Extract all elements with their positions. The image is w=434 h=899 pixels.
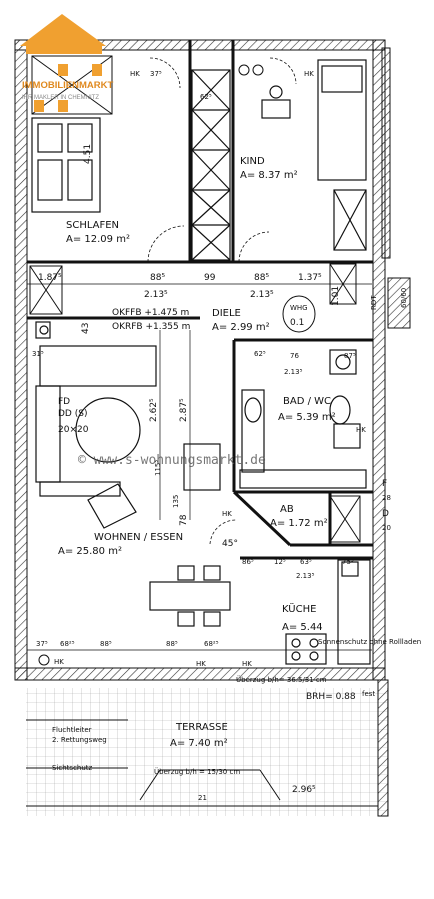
- dim-2625: 2.62⁵: [149, 398, 159, 422]
- bathroom-fixtures: [239, 349, 367, 489]
- room-kind-name: KIND: [240, 156, 265, 167]
- note-n20: 20: [382, 524, 391, 532]
- note-n28: 28: [382, 494, 391, 502]
- terrace-floor: [26, 688, 388, 816]
- room-kueche-area: A= 5.44: [282, 622, 323, 633]
- dim-315: 31⁵: [32, 350, 44, 358]
- room-diele-name: DIELE: [212, 308, 241, 319]
- circle-tags: [38, 64, 316, 666]
- dim-6825b: 68²⁵: [204, 640, 219, 648]
- dim-rdt: RDT: [370, 295, 378, 310]
- dim-451: 4.51: [83, 144, 93, 164]
- fd-size: 20×20: [58, 425, 89, 435]
- right-column-strip: [381, 47, 391, 259]
- whg-number: 0.1: [290, 318, 304, 328]
- dim-43: 43: [81, 323, 91, 334]
- logo-brand: IMMOBILIENMARKT: [22, 80, 113, 91]
- note-sonnenschutz: Sonnenschutz ohne Rollladen: [318, 638, 421, 646]
- dim-2965: 2.96⁵: [292, 785, 316, 795]
- room-schlafen-area: A= 12.09 m²: [66, 234, 130, 245]
- dim-213d: 2.13⁵: [296, 572, 315, 580]
- dim-625b: 62⁵: [254, 350, 266, 358]
- hk-kind: HK: [304, 70, 314, 78]
- room-ab-name: AB: [280, 504, 294, 515]
- hk-wohnen-door: HK: [222, 510, 232, 518]
- wardrobe-column: [191, 69, 231, 261]
- dim-885d: 88⁵: [166, 640, 178, 648]
- dim-865: 86⁵: [242, 558, 254, 566]
- note-fest: fest: [362, 690, 375, 698]
- note-rettungsweg: 2. Rettungsweg: [52, 736, 107, 744]
- dim-755: 75⁵: [342, 558, 354, 566]
- dim-76: 76: [290, 352, 299, 360]
- dim-187: 1.87⁵: [38, 273, 62, 283]
- room-ab-area: A= 1.72 m²: [270, 518, 328, 529]
- room-kueche-name: KÜCHE: [282, 602, 316, 615]
- hk-bad: HK: [356, 426, 366, 434]
- level-okffb: OKFFB +1.475 m: [112, 308, 189, 318]
- dim-6825a: 68²⁵: [60, 640, 75, 648]
- dim-625a: 62⁵: [200, 93, 212, 101]
- outer-walls: [14, 39, 389, 817]
- hk-wohnen-left: HK: [54, 658, 64, 666]
- dim-213b: 2.13⁵: [250, 290, 274, 300]
- dim-21: 21: [198, 794, 207, 802]
- dim-875: 87⁵: [344, 352, 356, 360]
- note-fluchtleiter: Fluchtleiter: [52, 726, 92, 734]
- dim-78: 78: [179, 514, 189, 526]
- room-wohnen-area: A= 25.80 m²: [58, 546, 122, 557]
- note-f-right: F: [382, 479, 387, 489]
- logo-tagline: IHR MAKLER IN CHEMNITZ: [22, 95, 99, 101]
- room-diele-area: A= 2.99 m²: [212, 322, 270, 333]
- hk-wohnen-right: HK: [196, 660, 206, 668]
- dim-2875: 2.87⁵: [179, 398, 189, 422]
- level-okrfb: OKRFB +1.355 m: [112, 322, 190, 332]
- dim-885c: 88⁵: [100, 640, 112, 648]
- watermark: © www.s-wohnungsmarkt.de: [78, 453, 266, 468]
- dim-885a: 88⁵: [150, 273, 165, 283]
- note-sichtschutz: Sichtschutz: [52, 764, 93, 772]
- dim-99: 99: [204, 273, 216, 283]
- room-terrasse-area: A= 7.40 m²: [170, 738, 228, 749]
- dim-137: 1.37⁵: [298, 273, 322, 283]
- living-furniture: [35, 321, 231, 627]
- room-kind-area: A= 8.37 m²: [240, 170, 298, 181]
- dim-6060: 60/60: [400, 288, 408, 308]
- dim-375: 37⁵: [150, 70, 162, 78]
- whg-label: WHG: [290, 304, 308, 312]
- dim-125: 12⁵: [274, 558, 286, 566]
- shafts: [29, 263, 361, 543]
- dim-135: 135: [172, 495, 180, 508]
- door-swings: [147, 57, 297, 545]
- dim-213a: 2.13⁵: [144, 290, 168, 300]
- note-ueberzug1: Überzug b/h= 36.5/31 cm: [236, 675, 327, 684]
- room-wohnen-name: WOHNEN / ESSEN: [94, 532, 183, 543]
- note-brh: BRH= 0.88: [306, 692, 356, 702]
- dimension-lines: [27, 283, 372, 651]
- room-terrasse-name: TERRASSE: [175, 722, 228, 733]
- note-ueberzug2: Überzug b/h = 15/30 cm: [154, 767, 240, 776]
- dim-375b: 37⁵: [36, 640, 48, 648]
- dim-101: 1.01: [331, 286, 341, 306]
- room-bad-name: BAD / WC: [283, 396, 331, 407]
- dim-213c: 2.13⁵: [284, 368, 303, 376]
- note-d-right: D: [382, 509, 389, 519]
- fd-label: FD: [58, 397, 70, 407]
- dim-885b: 88⁵: [254, 273, 269, 283]
- kitchen-fixtures: [285, 559, 371, 665]
- double-bed: [31, 117, 101, 213]
- dim-1155: 115⁵: [154, 460, 162, 476]
- dd-label: DD (S): [58, 409, 87, 419]
- room-bad-area: A= 5.39 m²: [278, 412, 336, 423]
- hk-schlafen: HK: [130, 70, 140, 78]
- dim-45deg: 45°: [222, 539, 238, 549]
- terrace-elements: [26, 277, 411, 807]
- dim-635: 63⁵: [300, 558, 312, 566]
- company-logo: [20, 14, 106, 112]
- room-schlafen-name: SCHLAFEN: [66, 220, 119, 231]
- hk-kueche: HK: [242, 660, 252, 668]
- kind-furniture: [261, 59, 367, 251]
